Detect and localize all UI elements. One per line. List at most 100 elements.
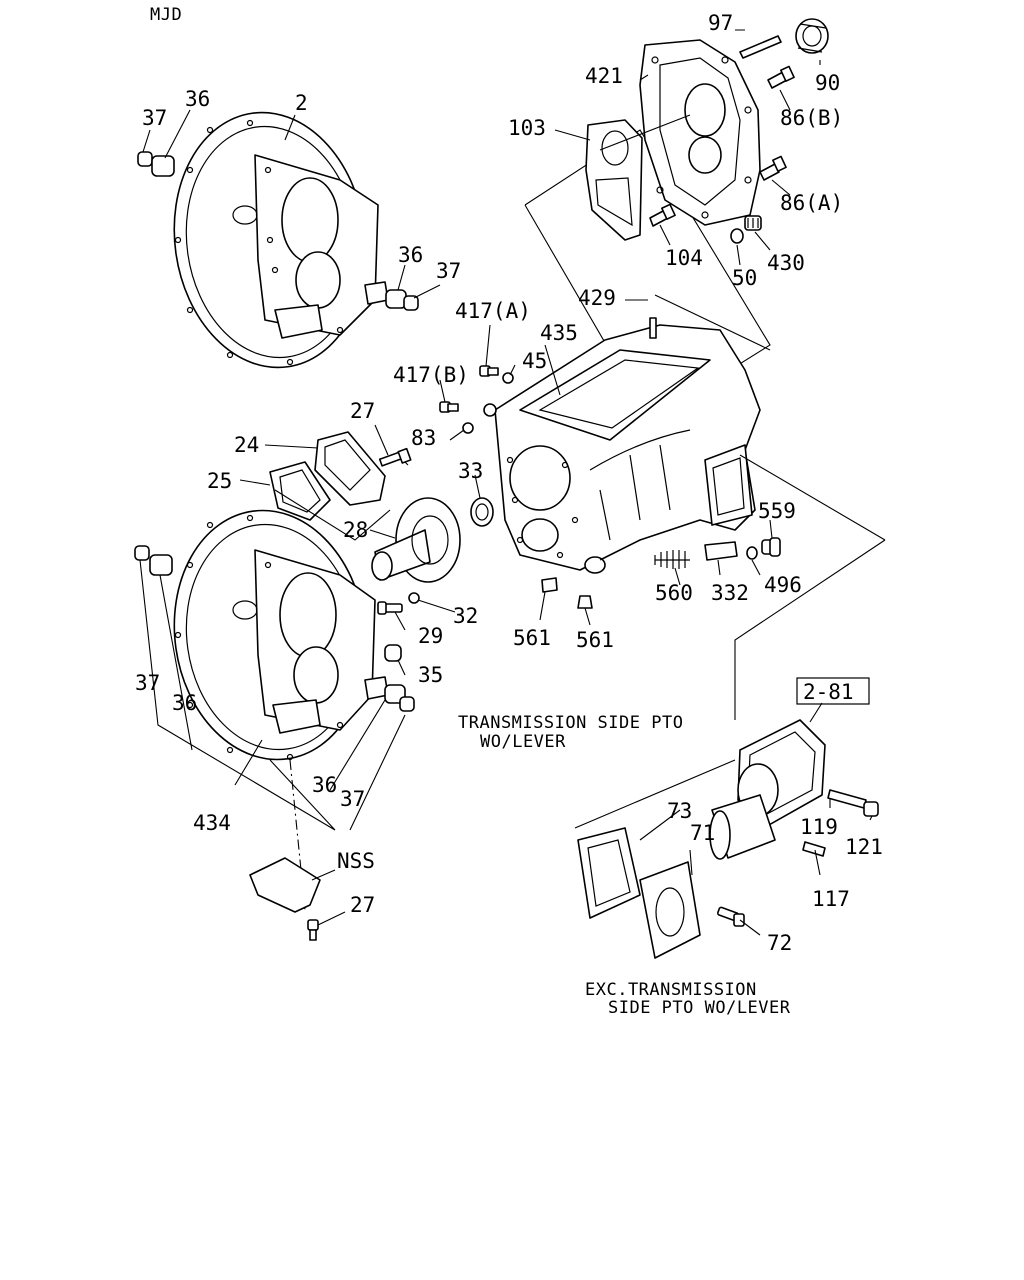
- callout-559: 559: [758, 499, 796, 523]
- callout-37c: 37: [135, 671, 160, 695]
- callout-71: 71: [690, 821, 715, 845]
- callout-117: 117: [812, 887, 850, 911]
- callout-29: 29: [418, 624, 443, 648]
- cover-71: [639, 861, 701, 959]
- callout-496: 496: [764, 573, 802, 597]
- diagram-code: MJD: [150, 5, 182, 25]
- bearing-retainer-28: [371, 497, 461, 583]
- callout-36a: 36: [185, 87, 210, 111]
- bolt-104: [649, 203, 676, 227]
- bolt-27b: [307, 919, 319, 941]
- callout-417a: 417(A): [455, 299, 531, 323]
- callout-103: 103: [508, 116, 546, 140]
- callout-86b: 86(B): [780, 106, 843, 130]
- plug-561a: [541, 577, 558, 593]
- plunger-332: [704, 541, 738, 561]
- plug-559: [761, 537, 781, 557]
- case-dowel: [483, 403, 497, 417]
- dowel-37d: [399, 696, 415, 712]
- nut-121: [863, 801, 879, 817]
- callout-72: 72: [767, 931, 792, 955]
- callout-36b: 36: [398, 243, 423, 267]
- callout-37a: 37: [142, 106, 167, 130]
- stud-97: [739, 35, 782, 59]
- callout-561b: 561: [576, 628, 614, 652]
- callout-434: 434: [193, 811, 231, 835]
- o-ring-50: [730, 228, 744, 244]
- note-exc-line1: EXC.TRANSMISSION: [585, 980, 757, 1000]
- plate-nss: [249, 857, 321, 913]
- pto-cover-group: [709, 719, 826, 860]
- gasket-25: [269, 461, 331, 521]
- callout-37b: 37: [436, 259, 461, 283]
- note-exc-line2: SIDE PTO WO/LEVER: [608, 998, 791, 1018]
- bolt-417a: [479, 365, 499, 377]
- washer-83: [462, 422, 474, 434]
- rear-cover-421: [639, 39, 761, 226]
- bolt-86b: [767, 65, 795, 89]
- transmission-case-435: [494, 294, 771, 574]
- callout-104: 104: [665, 246, 703, 270]
- ring-32: [408, 592, 420, 604]
- callout-27a: 27: [350, 399, 375, 423]
- reference-box-label: 2-81: [803, 680, 854, 704]
- callout-421: 421: [585, 64, 623, 88]
- bolt-417b: [439, 401, 459, 413]
- callout-121: 121: [845, 835, 883, 859]
- callout-37d: 37: [340, 787, 365, 811]
- washer-496: [746, 546, 758, 560]
- flywheel-housing-434: [173, 509, 389, 761]
- washer-45: [502, 372, 514, 384]
- flywheel-housing-2: [173, 111, 389, 369]
- callout-435: 435: [540, 321, 578, 345]
- seal-33: [470, 497, 494, 527]
- note-side-pto-line2: WO/LEVER: [480, 732, 566, 752]
- callout-90: 90: [815, 71, 840, 95]
- cover-24: [314, 431, 386, 506]
- callout-429: 429: [578, 286, 616, 310]
- callout-83: 83: [411, 426, 436, 450]
- stud-119: [827, 789, 867, 809]
- callout-33: 33: [458, 459, 483, 483]
- callout-50: 50: [732, 266, 757, 290]
- bolt-86a: [759, 155, 787, 181]
- callout-430: 430: [767, 251, 805, 275]
- callout-45: 45: [522, 349, 547, 373]
- bolt-29: [377, 601, 403, 615]
- spring-560: [654, 550, 690, 569]
- bolt-27a: [378, 447, 412, 467]
- bushing-36c: [149, 554, 173, 576]
- callout-36d: 36: [312, 773, 337, 797]
- callout-561a: 561: [513, 626, 551, 650]
- plug-561b: [577, 595, 593, 609]
- bushing-35: [384, 644, 402, 662]
- note-side-pto-line1: TRANSMISSION SIDE PTO: [458, 713, 683, 733]
- callout-36c: 36: [172, 691, 197, 715]
- callout-417b: 417(B): [393, 363, 469, 387]
- callout-32: 32: [453, 604, 478, 628]
- callout-27b: 27: [350, 893, 375, 917]
- bushing-36b: [385, 289, 407, 309]
- gasket-73: [577, 827, 641, 919]
- dowel-37a: [137, 151, 153, 167]
- dowel-37b: [403, 295, 419, 311]
- oil-seal-90: [795, 18, 829, 54]
- callout-25: 25: [207, 469, 232, 493]
- callout-28: 28: [343, 518, 368, 542]
- callout-2: 2: [295, 91, 308, 115]
- bolt-117: [802, 841, 826, 857]
- gasket-103: [585, 119, 643, 241]
- callout-332: 332: [711, 581, 749, 605]
- callout-97: 97: [708, 11, 733, 35]
- callout-nss: NSS: [337, 849, 375, 873]
- callout-119: 119: [800, 815, 838, 839]
- callout-86a: 86(A): [780, 191, 843, 215]
- ref-box: [796, 677, 870, 705]
- bushing-36a: [151, 155, 175, 177]
- dowel-37c: [134, 545, 150, 561]
- plug-430: [744, 215, 762, 231]
- pin-429: [649, 317, 657, 339]
- rear-cover-group: [524, 18, 829, 421]
- callout-560: 560: [655, 581, 693, 605]
